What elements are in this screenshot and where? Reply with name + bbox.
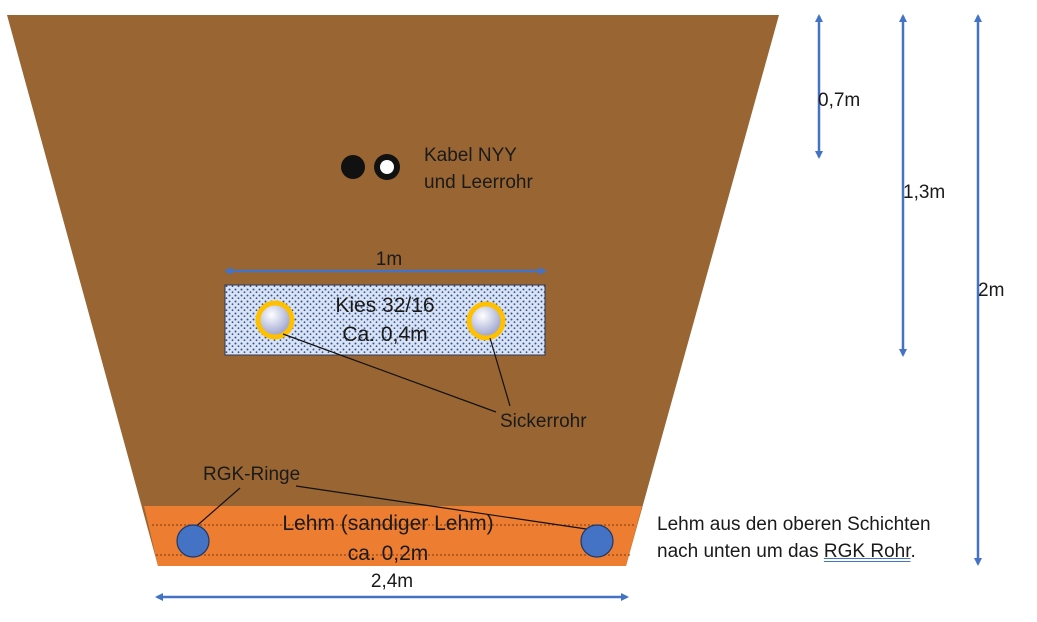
clay-note-suffix: .: [910, 541, 916, 562]
drain-pipe-right-icon: [466, 301, 506, 341]
clay-note-line1: Lehm aus den oberen Schichten: [657, 514, 931, 535]
drain-pipe-left-icon: [255, 300, 295, 340]
depth-cable-label: 0,7m: [818, 90, 860, 111]
clay-note-prefix: nach unten um das: [657, 541, 824, 562]
depth-gravel-label: 1,3m: [903, 182, 945, 203]
gravel-label-line2: Ca. 0,4m: [342, 323, 427, 346]
drain-pipe-leader-right: [489, 337, 511, 407]
rgk-rings-label: RGK-Ringe: [203, 464, 300, 485]
gravel-label-line1: Kies 32/16: [335, 294, 434, 317]
rgk-leader-left: [191, 487, 241, 531]
clay-label-line2: ca. 0,2m: [348, 542, 429, 565]
gravel-width-label: 1m: [376, 249, 402, 270]
rgk-ring-right-icon: [580, 524, 614, 558]
clay-note: Lehm aus den oberen Schichten nach unten…: [657, 511, 931, 565]
cable-label-line1: Kabel NYY: [424, 145, 517, 166]
drain-pipe-leader-left: [282, 333, 497, 413]
drain-pipe-label: Sickerrohr: [500, 411, 587, 432]
clay-label-line1: Lehm (sandiger Lehm): [282, 512, 493, 535]
rgk-ring-left-icon: [176, 524, 210, 558]
cable-nyy-icon: [341, 155, 365, 179]
clay-layer: [144, 506, 642, 566]
clay-note-line2: nach unten um das RGK Rohr.: [657, 538, 931, 565]
cable-label-line2: und Leerrohr: [424, 172, 533, 193]
bottom-width-label: 2,4m: [371, 571, 413, 592]
empty-conduit-hole: [380, 160, 394, 174]
depth-total-label: 2m: [978, 280, 1004, 301]
rgk-pipe-term: RGK Rohr: [823, 541, 911, 562]
rgk-leader-right: [295, 485, 594, 531]
